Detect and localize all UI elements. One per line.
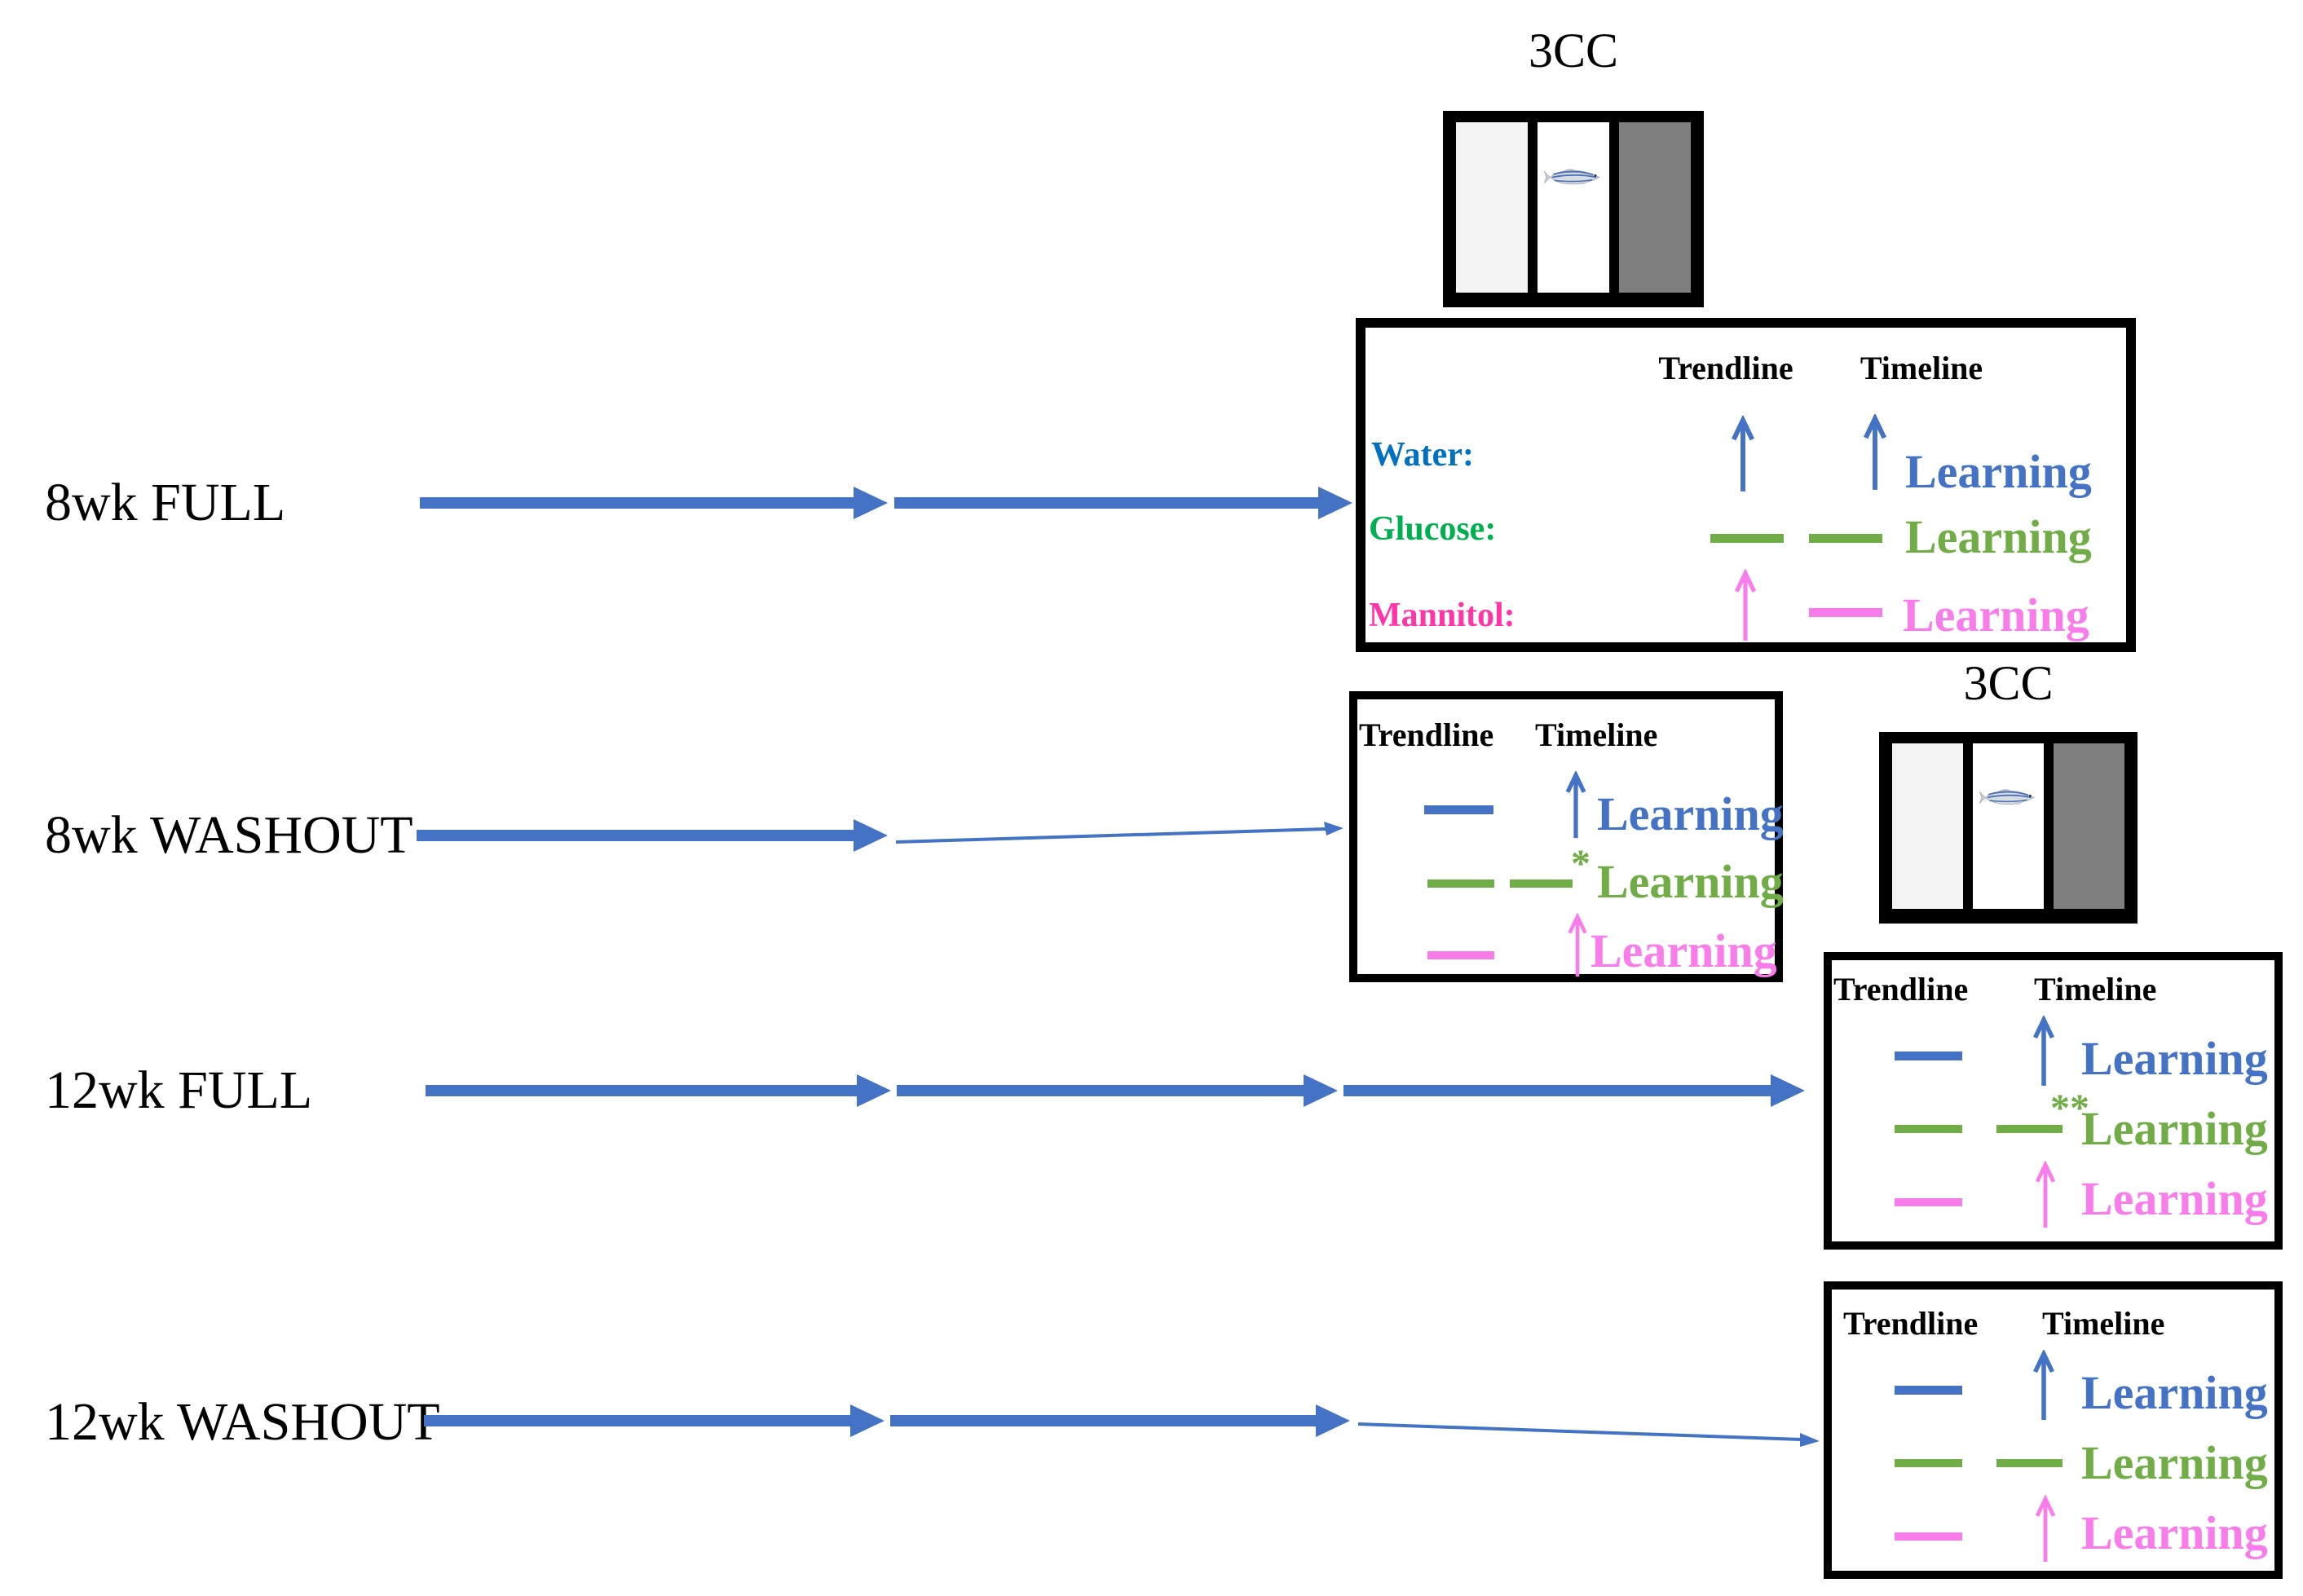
- zebrafish-icon: [1544, 169, 1600, 185]
- legend3-row1-result: Learning: [2081, 1032, 2268, 1085]
- thick-arrow-8wkwashout-seg1: [417, 819, 888, 852]
- row-label-8wk-full: 8wk FULL: [45, 473, 286, 532]
- thin-arrow-8wkwashout-head: [1324, 822, 1343, 835]
- tank2-title: 3CC: [1963, 656, 2054, 710]
- up-arrow-icon: [1863, 414, 1887, 490]
- thick-arrow-12wkwashout-seg2: [890, 1404, 1350, 1437]
- thin-arrow-12wkwashout-line: [1357, 1422, 1802, 1441]
- dash-icon: [1427, 951, 1494, 959]
- tank2-chamber-right: [2054, 743, 2124, 909]
- dash-icon: [1895, 1052, 1962, 1060]
- dash-icon: [1809, 608, 1882, 617]
- legend4-header-trendline: Trendline: [1843, 1305, 1979, 1342]
- legend-box-12wk-washout: Trendline Timeline Learning Learning Lea…: [1824, 1281, 2283, 1579]
- legend2-row3-result: Learning: [1590, 924, 1777, 977]
- legend4-row1-result: Learning: [2081, 1366, 2268, 1419]
- up-arrow-icon: [1568, 913, 1587, 977]
- dash-icon: [1424, 805, 1493, 814]
- legend1-water-label: Water:: [1371, 436, 1474, 474]
- tank2-chamber-left: [1892, 743, 1963, 909]
- legend2-header-timeline: Timeline: [1535, 716, 1658, 753]
- legend-box-8wk-washout: Trendline Timeline Learning * Learning L…: [1349, 691, 1784, 982]
- up-arrow-icon: [1734, 569, 1757, 641]
- thick-arrow-12wkwashout-seg1: [424, 1404, 885, 1437]
- legend1-mannitol-label: Mannitol:: [1369, 597, 1515, 634]
- tank1-chamber-right: [1619, 122, 1691, 293]
- row-label-12wk-washout: 12wk WASHOUT: [45, 1392, 440, 1452]
- up-arrow-icon: [2033, 1350, 2054, 1420]
- thick-arrow-12wkfull-seg1: [426, 1074, 891, 1107]
- legend3-header-timeline: Timeline: [2034, 971, 2157, 1007]
- tank1-chamber-left: [1456, 122, 1528, 293]
- tank2-chamber-middle: [1973, 743, 2044, 909]
- zebrafish-icon: [1979, 788, 2035, 805]
- dash-icon: [1996, 1459, 2063, 1467]
- thick-arrow-8wkfull-seg1: [420, 487, 888, 519]
- thick-arrow-12wkfull-seg2: [897, 1074, 1338, 1107]
- legend2-significance-note: *: [1571, 842, 1590, 885]
- tank2-3cc: [1879, 732, 2138, 924]
- dash-icon: [1895, 1125, 1962, 1133]
- legend4-header-timeline: Timeline: [2042, 1305, 2165, 1342]
- up-arrow-icon: [2035, 1161, 2056, 1228]
- dash-icon: [1895, 1198, 1962, 1206]
- dash-icon: [1895, 1386, 1962, 1395]
- tank1-chamber-middle: [1538, 122, 1609, 293]
- legend3-row2-result: Learning: [2081, 1102, 2268, 1155]
- thick-arrow-8wkfull-seg2: [894, 487, 1352, 519]
- legend1-header-timeline: Timeline: [1860, 350, 1983, 386]
- legend3-header-trendline: Trendline: [1833, 971, 1969, 1007]
- thin-arrow-12wkwashout-head: [1800, 1433, 1820, 1447]
- row-label-8wk-washout: 8wk WASHOUT: [45, 805, 413, 865]
- legend1-glucose-label: Glucose:: [1369, 510, 1497, 548]
- dash-icon: [1895, 1459, 1962, 1467]
- up-arrow-icon: [1731, 416, 1755, 492]
- legend-box-8wk-full: Trendline Timeline Water: Learning Gluco…: [1356, 318, 2136, 652]
- up-arrow-icon: [2035, 1495, 2056, 1563]
- legend4-row3-result: Learning: [2081, 1506, 2268, 1559]
- thin-arrow-8wkwashout-line: [895, 827, 1326, 844]
- legend3-significance-note: **: [2050, 1087, 2089, 1130]
- dash-icon: [1510, 880, 1573, 888]
- legend1-glucose-result: Learning: [1905, 510, 2092, 563]
- dash-icon: [1895, 1532, 1962, 1541]
- legend1-header-trendline: Trendline: [1658, 350, 1793, 386]
- row-label-12wk-full: 12wk FULL: [45, 1060, 313, 1120]
- tank1-3cc: [1443, 111, 1704, 307]
- up-arrow-icon: [2033, 1016, 2054, 1086]
- dash-icon: [1996, 1125, 2063, 1133]
- dash-icon: [1427, 880, 1494, 888]
- legend-box-12wk-full: Trendline Timeline Learning ** Learning …: [1824, 952, 2283, 1250]
- legend2-header-trendline: Trendline: [1359, 716, 1494, 753]
- tank1-title: 3CC: [1528, 24, 1619, 77]
- legend1-mannitol-result: Learning: [1903, 589, 2089, 641]
- legend2-row1-result: Learning: [1597, 787, 1784, 840]
- legend3-row3-result: Learning: [2081, 1172, 2268, 1225]
- up-arrow-icon: [1565, 771, 1586, 839]
- legend2-row2-result: Learning: [1597, 855, 1784, 908]
- legend4-row2-result: Learning: [2081, 1436, 2268, 1489]
- dash-icon: [1809, 534, 1882, 543]
- dash-icon: [1710, 534, 1784, 543]
- legend1-water-result: Learning: [1905, 445, 2092, 498]
- thick-arrow-12wkfull-seg3: [1343, 1074, 1805, 1107]
